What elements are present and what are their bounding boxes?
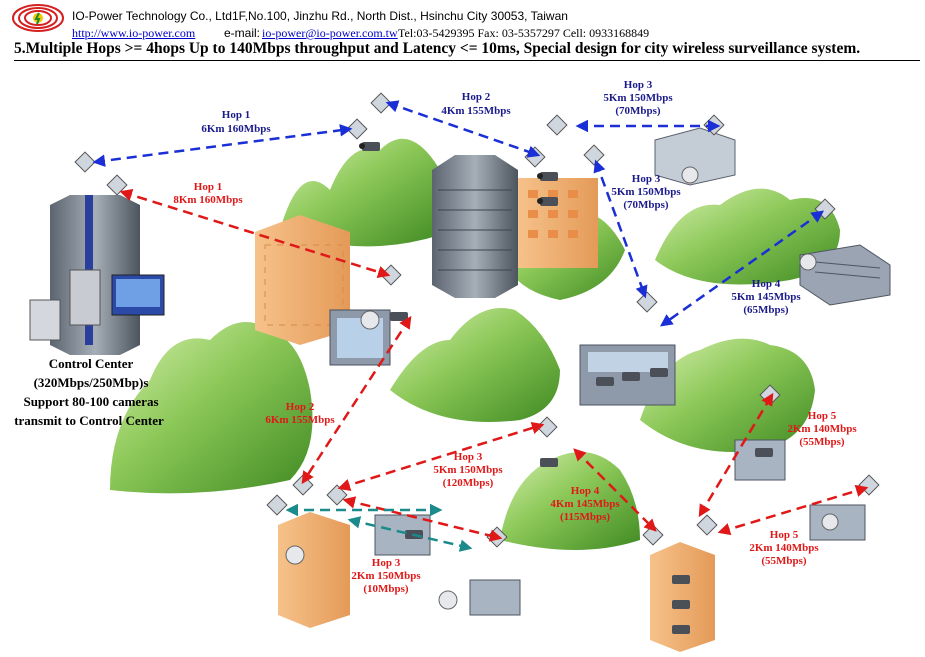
io-power-logo [12,4,64,32]
tall-tower [432,155,518,298]
company-address: 1F,No.100, Jinzhu Rd., North Dist., Hsin… [232,9,568,23]
blue-link-hop3-mid [593,159,648,299]
camera-icon [596,377,614,386]
radio-panel [346,118,368,140]
control-center-building [29,195,165,355]
links [92,100,869,552]
red-link-hop3-mid [337,422,545,491]
radio-panel [524,146,546,168]
dome-camera-icon [360,310,380,330]
blue-link-hop4 [659,210,825,327]
camera-icon [359,142,380,151]
control-center-title: Control Center [48,356,134,371]
red-link-hop2 [301,315,412,485]
teal-link-2 [347,516,473,552]
radio-panel [642,524,664,546]
red-link-hop1 [119,189,391,278]
camera-icon [537,197,558,206]
blue-link-hop2 [385,100,541,158]
camera-icon [540,458,558,467]
radio-panel [74,151,96,173]
website-link[interactable]: http://www.io-power.com [72,26,196,40]
header: IO-Power Technology Co., Ltd 1F,No.100, … [0,0,925,61]
red-link-hop5-lower [717,484,869,536]
radio-panel [546,114,568,136]
orange-building-hop2 [518,178,598,268]
radio-panel [292,474,314,496]
control-center-camera-support: Support 80-100 cameras [23,394,159,409]
page-title: 5.Multiple Hops >= 4hops Up to 140Mbps t… [14,40,920,61]
email-link[interactable]: io-power@io-power.com.tw [262,26,398,40]
radio-panel [536,416,558,438]
dome-camera-icon [821,513,839,531]
camera-icon [755,448,773,457]
blue-link-hop1 [92,124,353,167]
email-label: e-mail: [224,26,261,40]
dome-camera-icon [285,545,305,565]
radio-panel [266,494,288,516]
red-link-hop3-low [342,496,503,542]
radio-panel [370,92,392,114]
camera-icon [537,172,558,181]
control-center-throughput: (320Mbps/250Mbp)s [33,375,149,390]
orange-building-bottom-right [650,542,715,652]
camera-icon [672,575,690,584]
dome-camera-icon [799,253,817,271]
dome-camera-icon [681,166,699,184]
hill [110,322,313,494]
camera-icon [622,372,640,381]
company-name: IO-Power Technology Co., Ltd [72,9,232,23]
camera-icon [672,600,690,609]
red-link-hop5-upper [698,392,774,518]
camera-icon [672,625,690,634]
contact-numbers: Tel:03-5429395 Fax: 03-5357297 Cell: 093… [398,26,650,40]
office-buildings-right [734,439,866,541]
camera-icon [390,312,408,321]
hill [390,308,560,422]
office-building-center [329,309,391,366]
radio-panel [583,144,605,166]
radio-panel [858,474,880,496]
red-link-hop4 [573,448,657,532]
camera-icon [650,368,668,377]
orange-building-bottom-left [278,512,350,628]
control-center-transmit: transmit to Control Center [14,413,164,428]
radio-panel [636,291,658,313]
radio-panel [696,514,718,536]
dome-camera-icon [438,590,458,610]
warehouse-building [799,244,891,306]
